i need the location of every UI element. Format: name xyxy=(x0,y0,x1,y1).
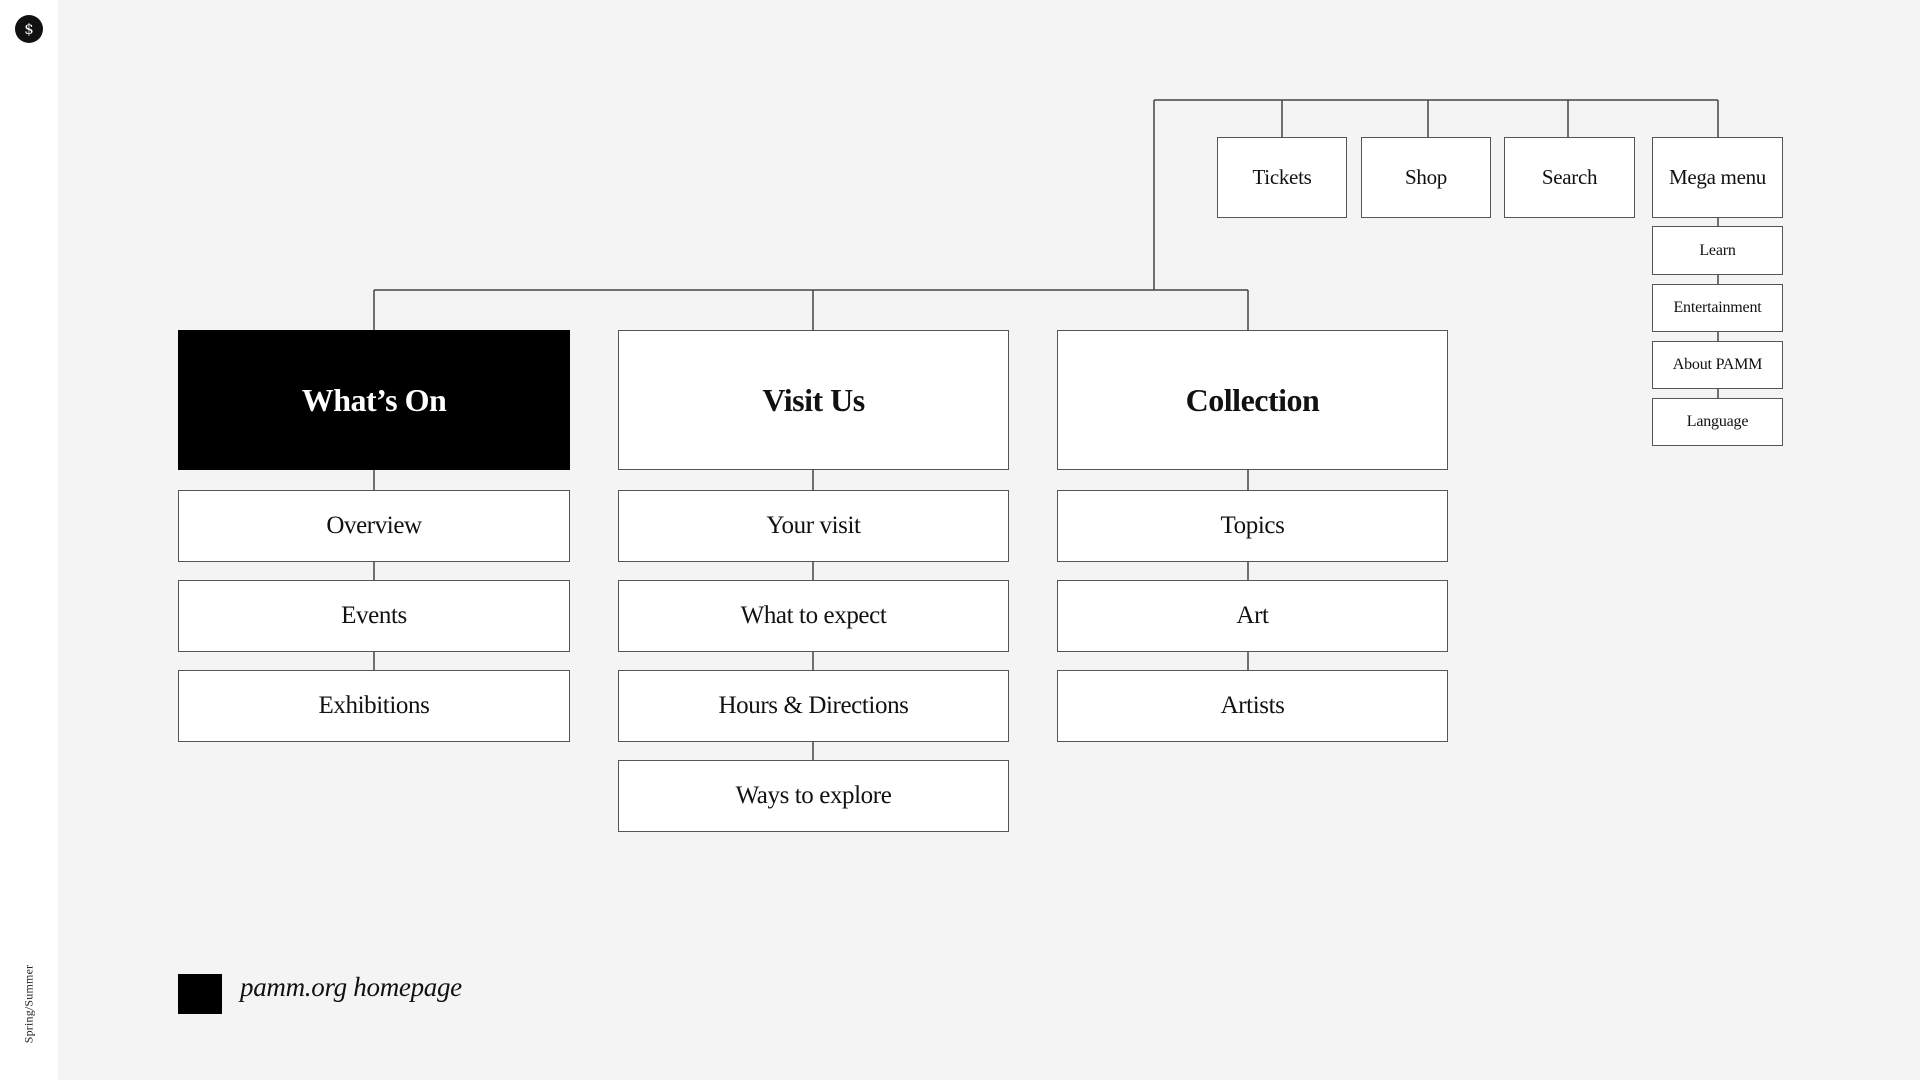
tickets-node[interactable]: Tickets xyxy=(1217,137,1347,218)
mega-menu-node[interactable]: Mega menu xyxy=(1652,137,1783,218)
collection-item-artists[interactable]: Artists xyxy=(1057,670,1448,742)
sidebar: $ Spring/Summer xyxy=(0,0,58,1080)
mega-menu-item-about[interactable]: About PAMM xyxy=(1652,341,1783,389)
section-whats-on[interactable]: What’s On xyxy=(178,330,570,470)
collection-item-topics[interactable]: Topics xyxy=(1057,490,1448,562)
mega-menu-item-entertainment[interactable]: Entertainment xyxy=(1652,284,1783,332)
section-visit-us[interactable]: Visit Us xyxy=(618,330,1009,470)
mega-menu-item-language[interactable]: Language xyxy=(1652,398,1783,446)
section-collection[interactable]: Collection xyxy=(1057,330,1448,470)
legend-swatch xyxy=(178,974,222,1014)
mega-menu-item-learn[interactable]: Learn xyxy=(1652,226,1783,275)
visit-us-item-ways-to-explore[interactable]: Ways to explore xyxy=(618,760,1009,832)
pamm-logo-icon[interactable]: $ xyxy=(15,15,43,43)
shop-node[interactable]: Shop xyxy=(1361,137,1491,218)
whats-on-item-events[interactable]: Events xyxy=(178,580,570,652)
collection-item-art[interactable]: Art xyxy=(1057,580,1448,652)
visit-us-item-hours-directions[interactable]: Hours & Directions xyxy=(618,670,1009,742)
visit-us-item-your-visit[interactable]: Your visit xyxy=(618,490,1009,562)
whats-on-item-overview[interactable]: Overview xyxy=(178,490,570,562)
search-node[interactable]: Search xyxy=(1504,137,1635,218)
legend-label: pamm.org homepage xyxy=(240,972,462,1002)
visit-us-item-what-to-expect[interactable]: What to expect xyxy=(618,580,1009,652)
whats-on-item-exhibitions[interactable]: Exhibitions xyxy=(178,670,570,742)
